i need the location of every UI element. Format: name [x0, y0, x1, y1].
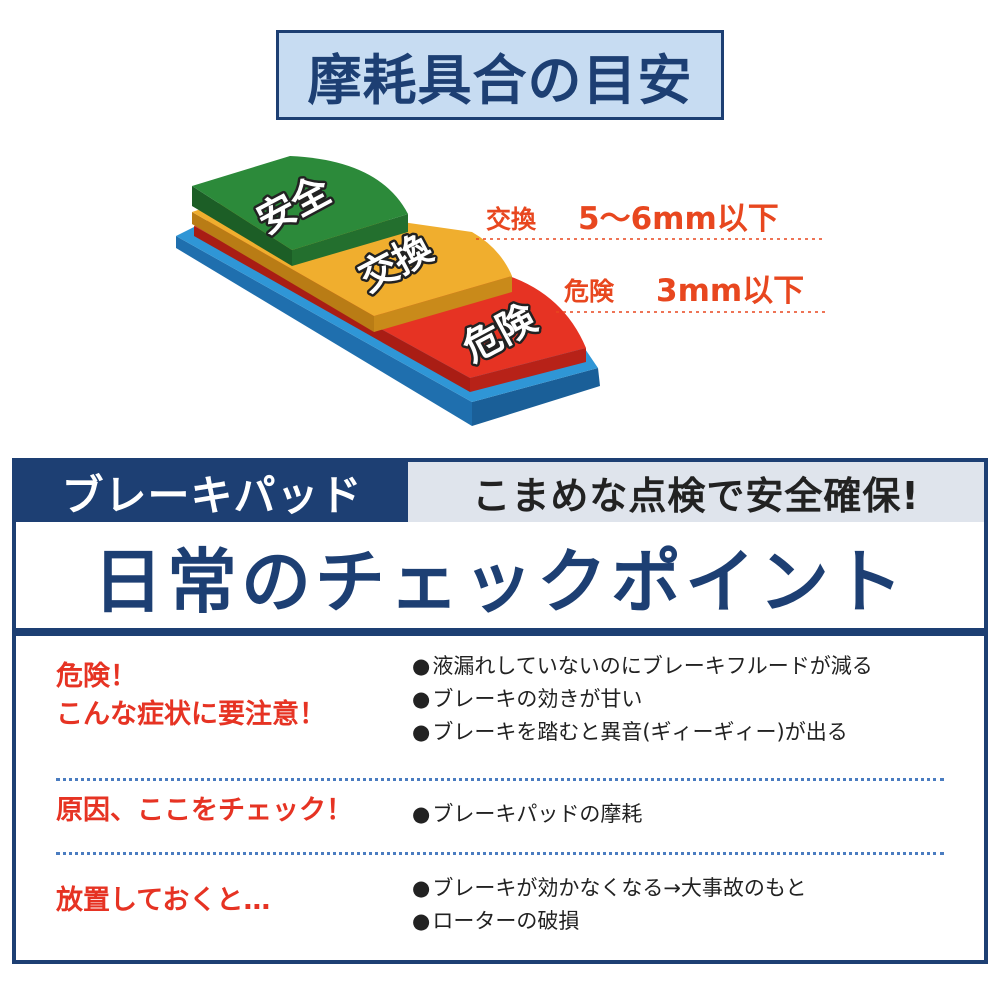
section-band — [16, 628, 984, 636]
brake-pad-illustration: 安全 交換 危険 交換 5〜6mm以下 危険 3mm以下 — [176, 156, 826, 426]
title-box: 摩耗具合の目安 — [276, 30, 724, 120]
spec-value-replace: 5〜6mm以下 — [578, 201, 779, 237]
pad-layer-safe-front — [292, 214, 408, 266]
spec-value-danger: 3mm以下 — [656, 273, 804, 309]
pad-layer-safe-side — [192, 186, 292, 266]
pad-layer-danger-side — [194, 226, 470, 392]
slogan-text: こまめな点検で安全確保! — [472, 473, 920, 518]
dotted-divider — [56, 778, 944, 781]
symptoms-list: 液漏れしていないのにブレーキフルードが減る ブレーキの効きが甘い ブレーキを踏む… — [412, 650, 873, 749]
consequences-label: 放置しておくと… — [56, 882, 270, 920]
list-item: ブレーキパッドの摩耗 — [412, 798, 642, 831]
spec-status-replace: 交換 — [486, 205, 537, 234]
symptoms-label-line: こんな症状に要注意！ — [56, 699, 326, 730]
slogan-tab: こまめな点検で安全確保! — [408, 462, 984, 522]
cause-label-line: 原因、ここをチェック！ — [56, 795, 353, 826]
pad-layer-danger-front — [470, 348, 586, 392]
consequences-label-line: 放置しておくと… — [56, 885, 271, 916]
headline-text: 日常のチェックポイント — [93, 540, 907, 623]
symptoms-label: 危険！ こんな症状に要注意！ — [56, 658, 326, 734]
cause-label: 原因、ここをチェック！ — [56, 792, 353, 830]
cause-list: ブレーキパッドの摩耗 — [412, 798, 642, 831]
list-item: 液漏れしていないのにブレーキフルードが減る — [412, 650, 872, 683]
category-tab-label: ブレーキパッド — [61, 470, 363, 520]
symptoms-label-line: 危険！ — [56, 661, 137, 692]
pad-layer-replace-side — [192, 212, 374, 332]
list-item: ブレーキを踏むと異音(ギィーギィー)が出る — [412, 716, 873, 749]
spec-status-danger: 危険 — [564, 277, 615, 306]
category-tab: ブレーキパッド — [16, 462, 408, 522]
consequences-list: ブレーキが効かなくなる→大事故のもと ローターの破損 — [412, 872, 807, 938]
pad-layer-replace-front — [374, 276, 512, 332]
pad-layer-safe — [192, 156, 408, 250]
dotted-divider — [56, 852, 944, 855]
list-item: ブレーキが効かなくなる→大事故のもと — [412, 872, 806, 905]
backing-plate-front — [472, 368, 600, 426]
headline: 日常のチェックポイント — [16, 528, 984, 624]
list-item: ブレーキの効きが甘い — [412, 683, 873, 716]
page-title: 摩耗具合の目安 — [307, 48, 693, 112]
daily-check-panel: ブレーキパッド こまめな点検で安全確保! 日常のチェックポイント 危険！ こんな… — [12, 458, 988, 964]
list-item: ローターの破損 — [412, 905, 807, 938]
backing-plate-side — [176, 236, 472, 426]
